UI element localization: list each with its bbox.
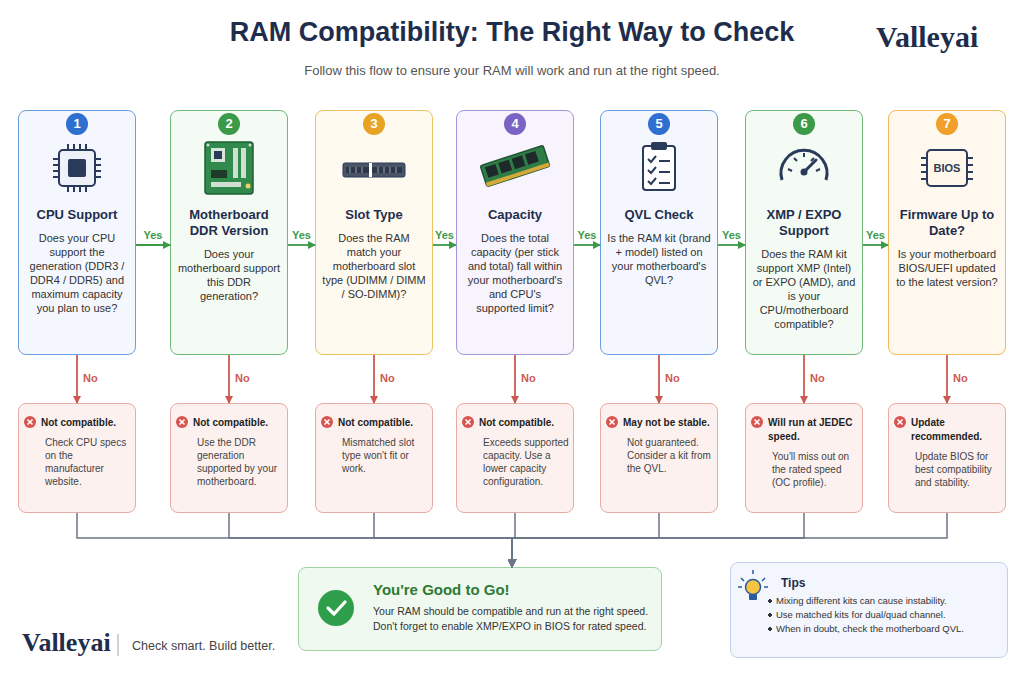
step-question: Does the RAM match your motherboard slot… [322,231,426,301]
flow-arrow [512,513,947,567]
flow-arrow [373,355,375,403]
flow-arrow [229,513,512,567]
step-question: Does your motherboard support this DDR g… [177,247,281,303]
tip-item: Use matched kits for dual/quad channel. [767,608,999,622]
tagline: Check smart. Build better. [132,638,275,654]
edge-label: Yes [702,228,762,242]
step-number: 4 [504,113,526,135]
process-box: 7Firmware Up to Date? Is your motherboard… [888,110,1006,355]
result-text: Update BIOS for best compatibility and s… [911,450,1001,489]
step-number: 3 [363,113,385,135]
success-heading: You're Good to Go! [373,581,653,599]
flow-arrow [946,355,948,403]
step-question: Is the RAM kit (brand + model) listed on… [607,231,711,287]
step-question: Is your motherboard BIOS/UEFI updated to… [895,247,999,289]
result-heading: Not compatible. [41,416,131,430]
result-heading: Not compatible. [338,416,428,430]
edge-label: No [665,371,680,385]
step-question: Does the RAM kit support XMP (Intel) or … [752,247,856,331]
diagram-caption: Follow this flow to ensure your RAM will… [0,63,1024,79]
brand-logo: Valleyai [876,20,978,54]
result-text: Check CPU specs on the manufacturer webs… [41,436,131,488]
result-box: May not be stable. Not guaranteed. Consid… [600,403,718,513]
process-box: 5QVL Check Is the RAM kit (brand + model)… [600,110,718,355]
tips-heading: Tips [781,575,999,591]
result-heading: Update recommended. [911,416,1001,444]
flow-arrow [512,513,804,567]
edge-label: No [83,371,98,385]
step-heading: Slot Type [345,207,403,223]
result-box: Not compatible. Mismatched slot type won'… [315,403,433,513]
edge-label: Yes [846,228,906,242]
step-number: 5 [648,113,670,135]
flow-arrow [77,513,512,567]
flow-arrow [136,244,170,246]
tip-item: When in doubt, check the motherboard QVL… [767,622,999,636]
edge-label: Yes [415,228,475,242]
flow-arrow [658,355,660,403]
brand-logo: Valleyai [22,628,111,658]
step-question: Does the total capacity (per stick and t… [463,231,567,315]
result-box: Not compatible. Exceeds supported capacit… [456,403,574,513]
edge-label: Yes [557,228,617,242]
result-text: Use the DDR generation supported by your… [193,436,283,488]
process-box: 6XMP / EXPO SupportDoes the RAM kit supp… [745,110,863,355]
result-text: You'll miss out on the rated speed (OC p… [768,450,858,489]
tips-box: TipsMixing different kits can cause inst… [730,562,1008,658]
process-box: 2Motherboard DDR VersionDoes your mother… [170,110,288,355]
result-box: Will run at JEDEC speed. You'll miss out … [745,403,863,513]
result-heading: Will run at JEDEC speed. [768,416,858,444]
flow-arrow [718,244,745,246]
tip-item: Mixing different kits can cause instabil… [767,594,999,608]
result-heading: May not be stable. [623,416,713,430]
success-text: Your RAM should be compatible and run at… [373,604,653,634]
footer-separator [118,634,119,656]
flow-arrow [512,513,515,567]
flow-arrow [514,355,516,403]
step-question: Does your CPU support the generation (DD… [25,231,129,315]
flow-arrow [433,244,456,246]
step-heading: Motherboard DDR Version [177,207,281,239]
flow-arrow [288,244,315,246]
flow-arrow [374,513,512,567]
result-text: Exceeds supported capacity. Use a lower … [479,436,569,488]
edge-label: No [521,371,536,385]
step-number: 7 [936,113,958,135]
flow-arrow [863,244,888,246]
edge-label: No [235,371,250,385]
result-heading: Not compatible. [193,416,283,430]
edge-label: Yes [272,228,332,242]
flow-arrow [803,355,805,403]
edge-label: No [380,371,395,385]
flow-arrow [512,513,659,567]
flow-arrow [228,355,230,403]
result-heading: Not compatible. [479,416,569,430]
step-number: 2 [218,113,240,135]
process-box: 1CPU SupportDoes your CPU support the ge… [18,110,136,355]
step-number: 6 [793,113,815,135]
step-heading: QVL Check [624,207,693,223]
edge-label: No [953,371,968,385]
result-box: Update recommended. Update BIOS for best … [888,403,1006,513]
edge-label: No [810,371,825,385]
process-box: 4CapacityDoes the total capacity (per st… [456,110,574,355]
step-heading: CPU Support [37,207,118,223]
success-box: You're Good to Go! Your RAM should be com… [298,567,662,651]
chip-label: BIOS [917,161,977,175]
diagram-title: RAM Compatibility: The Right Way to Chec… [0,16,1024,48]
result-text: Not guaranteed. Consider a kit from the … [623,436,713,475]
step-heading: Capacity [488,207,542,223]
step-heading: Firmware Up to Date? [895,207,999,239]
edge-label: Yes [123,228,183,242]
flow-arrow [76,355,78,403]
result-box: Not compatible. Use the DDR generation su… [170,403,288,513]
flow-arrow [574,244,600,246]
process-box: 3Slot TypeDoes the RAM match your mother… [315,110,433,355]
result-text: Mismatched slot type won't fit or work. [338,436,428,475]
step-number: 1 [66,113,88,135]
step-heading: XMP / EXPO Support [752,207,856,239]
result-box: Not compatible. Check CPU specs on the ma… [18,403,136,513]
